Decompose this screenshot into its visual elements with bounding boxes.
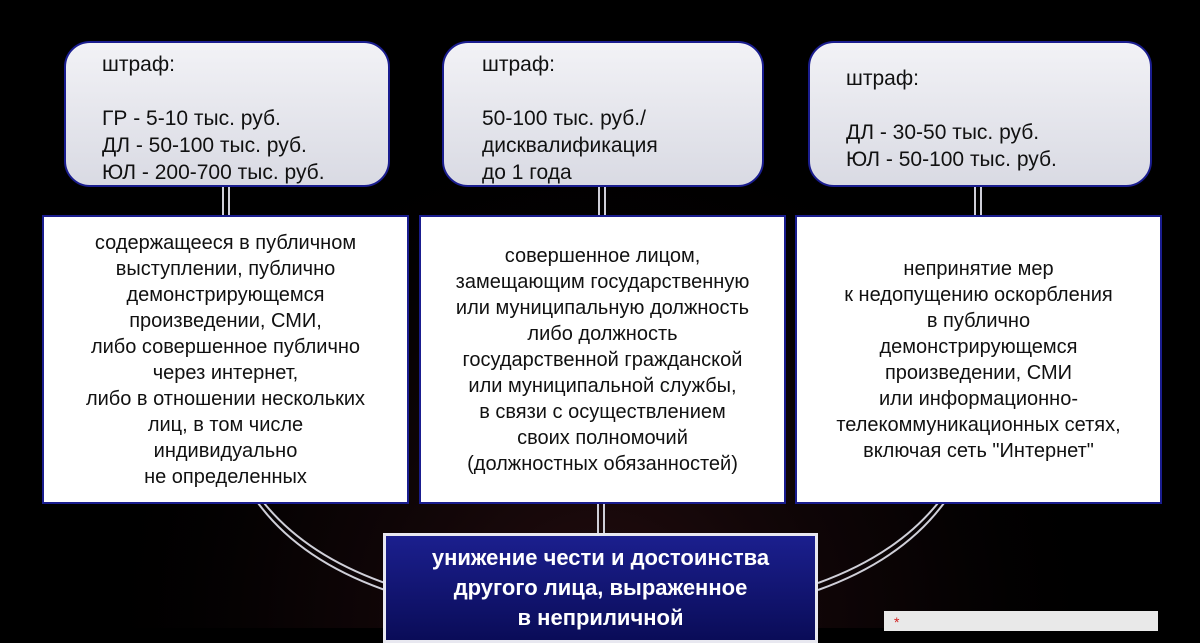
description-line: (должностных обязанностей) (467, 452, 738, 475)
fine-line (846, 92, 1150, 119)
description-line: в связи с осуществлением (479, 400, 726, 423)
description-line: в публично (926, 309, 1031, 332)
fine-line: ЮЛ - 200-700 тыс. руб. (102, 161, 325, 184)
description-line: демонстрирующемся (126, 283, 325, 306)
fine-line: штраф: (846, 67, 919, 90)
fine-line (102, 78, 388, 105)
connector-fine-1 (222, 186, 230, 216)
fine-line: ГР - 5-10 тыс. руб. (102, 107, 281, 130)
description-line: государственной гражданской (462, 348, 743, 371)
connector-center (597, 503, 605, 534)
fine-line: ДЛ - 50-100 тыс. руб. (102, 134, 307, 157)
connector-curve-left (257, 502, 386, 591)
description-box-1: содержащееся в публичном выступлении, пу… (42, 215, 409, 504)
fine-line: до 1 года (482, 161, 572, 184)
connector-fine-2 (598, 186, 606, 216)
fine-box-2: штраф: 50-100 тыс. руб./ дисквалификация… (442, 41, 764, 187)
description-line: не определенных (144, 465, 307, 488)
description-line: лиц, в том числе (147, 413, 304, 436)
description-line: своих полномочий (517, 426, 688, 449)
description-line: или информационно- (879, 387, 1078, 410)
footnote-box: * (884, 611, 1158, 631)
description-line: либо совершенное публично (90, 335, 361, 358)
fine-line (482, 78, 762, 105)
description-line: содержащееся в публичном (94, 231, 357, 254)
description-line: совершенное лицом, (504, 244, 701, 267)
description-line: непринятие мер (903, 257, 1054, 280)
connector-fine-3 (974, 186, 982, 216)
description-line: к недопущению оскорбления (844, 283, 1113, 306)
central-offense-line: другого лица, выраженное (453, 575, 748, 600)
description-line: выступлении, публично (115, 257, 336, 280)
description-line: либо в отношении нескольких (85, 387, 366, 410)
fine-box-1: штраф: ГР - 5-10 тыс. руб. ДЛ - 50-100 т… (64, 41, 390, 187)
connector-curve-right (817, 502, 945, 591)
fine-line: штраф: (102, 53, 175, 76)
fine-line: штраф: (482, 53, 555, 76)
description-line: или муниципальной службы, (468, 374, 737, 397)
fine-box-3: штраф: ДЛ - 30-50 тыс. руб. ЮЛ - 50-100 … (808, 41, 1152, 187)
description-line: либо должность (527, 322, 678, 345)
central-offense-line: в неприличной (517, 605, 684, 630)
fine-line: дисквалификация (482, 134, 658, 157)
description-line: телекоммуникационных сетях, (836, 413, 1121, 436)
fine-line: ДЛ - 30-50 тыс. руб. (846, 121, 1040, 144)
central-offense-line: унижение чести и достоинства (431, 545, 770, 570)
description-line: произведении, СМИ, (129, 309, 322, 332)
footnote-mark: * (894, 614, 900, 630)
fine-line: 50-100 тыс. руб./ (482, 107, 646, 130)
central-offense-box: унижение чести и достоинства другого лиц… (383, 533, 818, 643)
description-line: включая сеть "Интернет" (863, 439, 1094, 462)
description-line: замещающим государственную (455, 270, 750, 293)
description-line: индивидуально (153, 439, 298, 462)
description-line: через интернет, (152, 361, 299, 384)
description-box-2: совершенное лицом, замещающим государств… (419, 215, 786, 504)
description-line: демонстрирующемся (879, 335, 1078, 358)
description-line: произведении, СМИ (884, 361, 1073, 384)
description-box-3: непринятие мер к недопущению оскорбления… (795, 215, 1162, 504)
fine-line: ЮЛ - 50-100 тыс. руб. (846, 148, 1057, 171)
description-line: или муниципальную должность (455, 296, 750, 319)
